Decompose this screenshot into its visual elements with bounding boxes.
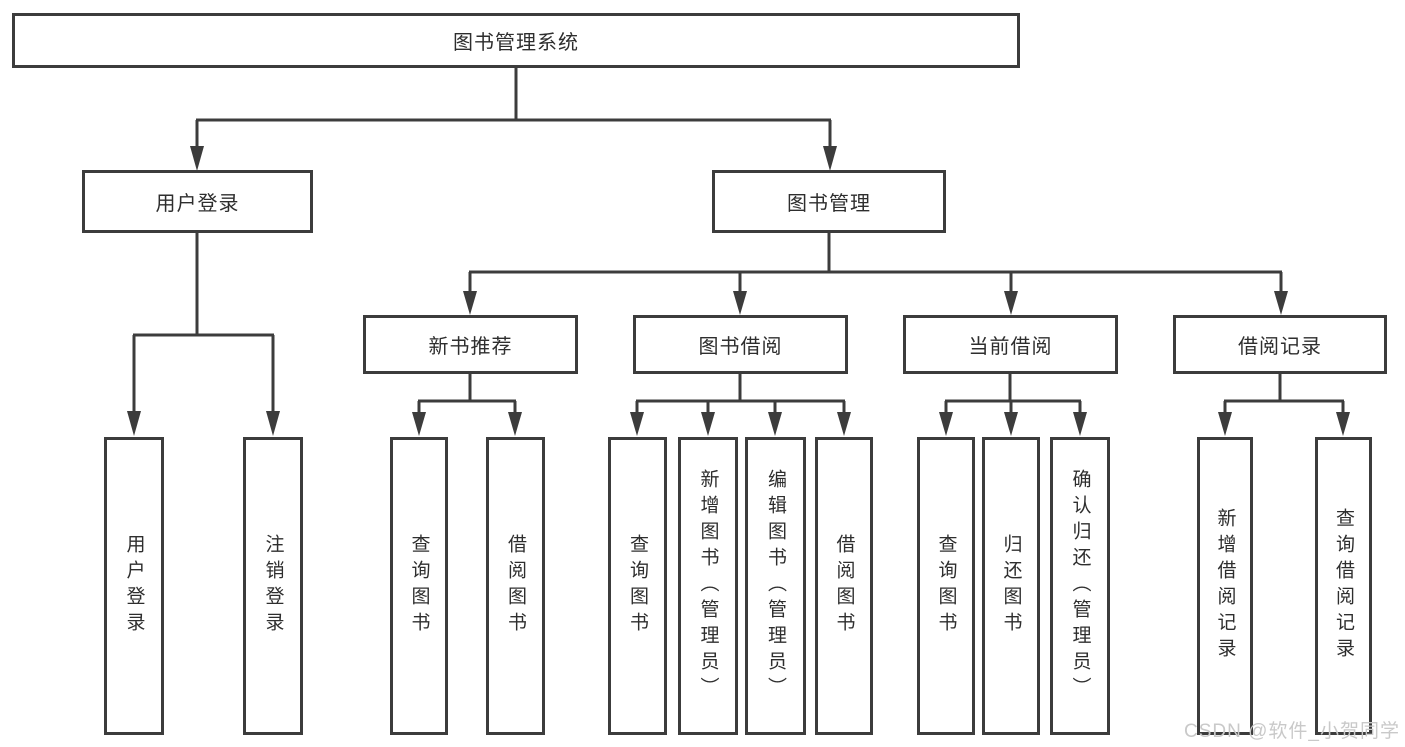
leaf-add-books-admin: 新增图书（管理员） bbox=[678, 437, 738, 735]
leaf-borrow-books-recommend: 借阅图书 bbox=[486, 437, 545, 735]
node-borrowing-records: 借阅记录 bbox=[1173, 315, 1387, 374]
node-user-login: 用户登录 bbox=[82, 170, 313, 233]
node-label: 查询图书 bbox=[935, 534, 957, 638]
leaf-query-books-recommend: 查询图书 bbox=[390, 437, 448, 735]
leaf-edit-books-admin: 编辑图书（管理员） bbox=[745, 437, 806, 735]
node-label: 图书管理系统 bbox=[453, 32, 579, 54]
node-book-borrowing: 图书借阅 bbox=[633, 315, 848, 374]
csdn-watermark: CSDN @软件_小贺同学 bbox=[1184, 721, 1400, 742]
node-new-book-recommendation: 新书推荐 bbox=[363, 315, 578, 374]
node-current-borrowing: 当前借阅 bbox=[903, 315, 1118, 374]
node-label: 新书推荐 bbox=[428, 336, 513, 358]
node-label: 图书借阅 bbox=[698, 336, 783, 358]
node-library-management-system: 图书管理系统 bbox=[12, 13, 1020, 68]
leaf-query-books-current: 查询图书 bbox=[917, 437, 975, 735]
leaf-borrow-books: 借阅图书 bbox=[815, 437, 873, 735]
node-label: 查询图书 bbox=[408, 534, 430, 638]
node-label: 注销登录 bbox=[262, 534, 284, 638]
node-label: 借阅图书 bbox=[505, 534, 526, 638]
node-label: 当前借阅 bbox=[968, 336, 1053, 358]
node-label: 用户登录 bbox=[123, 534, 145, 638]
node-book-management: 图书管理 bbox=[712, 170, 946, 233]
node-label: 图书管理 bbox=[787, 193, 871, 215]
leaf-query-borrow-record: 查询借阅记录 bbox=[1315, 437, 1372, 735]
node-label: 新增借阅记录 bbox=[1214, 508, 1236, 664]
leaf-confirm-return-admin: 确认归还（管理员） bbox=[1050, 437, 1110, 735]
node-label: 查询借阅记录 bbox=[1333, 508, 1354, 664]
node-label: 用户登录 bbox=[155, 193, 240, 215]
node-label: 确认归还（管理员） bbox=[1069, 469, 1091, 703]
node-label: 查询图书 bbox=[627, 534, 648, 638]
leaf-add-borrow-record: 新增借阅记录 bbox=[1197, 437, 1253, 735]
node-label: 编辑图书（管理员） bbox=[765, 469, 786, 703]
node-label: 新增图书（管理员） bbox=[697, 469, 719, 703]
leaf-logout: 注销登录 bbox=[243, 437, 303, 735]
leaf-return-books: 归还图书 bbox=[982, 437, 1040, 735]
leaf-query-books-borrow: 查询图书 bbox=[608, 437, 667, 735]
node-label: 借阅记录 bbox=[1238, 336, 1322, 358]
leaf-user-login: 用户登录 bbox=[104, 437, 164, 735]
node-label: 归还图书 bbox=[1000, 534, 1022, 638]
node-label: 借阅图书 bbox=[833, 534, 855, 638]
